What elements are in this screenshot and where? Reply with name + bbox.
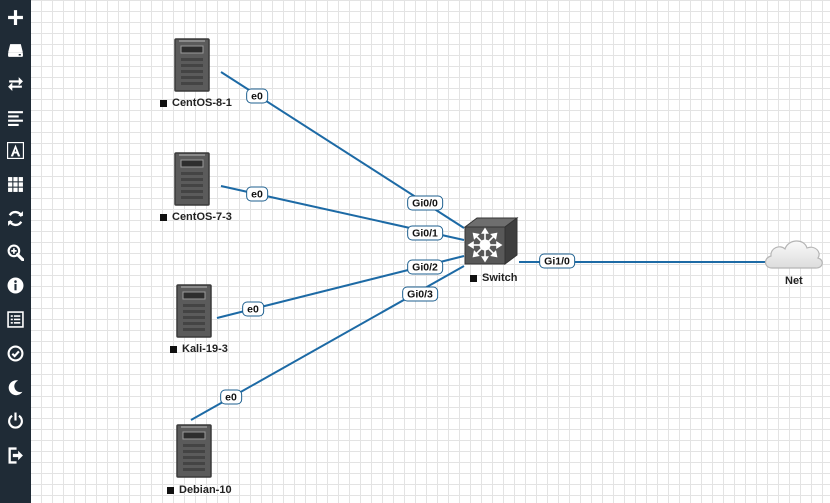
port-label[interactable]: Gi0/0 bbox=[407, 195, 443, 211]
list-icon bbox=[7, 310, 24, 328]
links-layer bbox=[190, 71, 765, 421]
node-label-centos-8-1[interactable]: CentOS-8-1 bbox=[160, 97, 232, 109]
align-left-icon bbox=[7, 109, 24, 126]
status-square bbox=[160, 213, 167, 221]
logout-button[interactable] bbox=[0, 440, 31, 470]
info-icon bbox=[7, 277, 24, 294]
add-object-button[interactable] bbox=[0, 2, 31, 32]
font-icon bbox=[7, 141, 24, 159]
node-debian-10[interactable] bbox=[174, 422, 214, 480]
startup-configs-button[interactable] bbox=[0, 102, 31, 132]
server-icon bbox=[174, 152, 210, 206]
status-square bbox=[170, 345, 177, 353]
check-icon bbox=[7, 345, 24, 362]
close-lab-button[interactable] bbox=[0, 405, 31, 435]
node-centos-7-3[interactable] bbox=[172, 150, 212, 208]
exchange-icon bbox=[7, 75, 24, 92]
cloud-icon bbox=[764, 240, 823, 269]
node-name: Switch bbox=[482, 272, 518, 284]
zoom-icon bbox=[7, 244, 24, 261]
node-switch[interactable] bbox=[461, 215, 519, 267]
refresh-button[interactable] bbox=[0, 203, 31, 233]
server-icon bbox=[176, 284, 212, 338]
node-name: Kali-19-3 bbox=[182, 343, 228, 355]
port-label[interactable]: Gi0/3 bbox=[402, 286, 438, 302]
sidebar bbox=[0, 0, 31, 503]
zoom-button[interactable] bbox=[0, 237, 31, 267]
nodes-button[interactable] bbox=[0, 35, 31, 65]
status-square bbox=[470, 274, 477, 282]
moon-icon bbox=[7, 379, 24, 396]
dark-mode-button[interactable] bbox=[0, 372, 31, 402]
node-label-kali-19-3[interactable]: Kali-19-3 bbox=[170, 343, 228, 355]
plus-icon bbox=[7, 9, 24, 26]
port-label[interactable]: Gi1/0 bbox=[539, 253, 575, 269]
lab-details-button[interactable] bbox=[0, 270, 31, 300]
text-button[interactable] bbox=[0, 135, 31, 165]
lock-button[interactable] bbox=[0, 338, 31, 368]
logout-icon bbox=[7, 446, 24, 464]
server-icon bbox=[174, 38, 210, 92]
node-centos-8-1[interactable] bbox=[172, 36, 212, 94]
refresh-icon bbox=[7, 210, 24, 227]
server-icon bbox=[176, 424, 212, 478]
port-label[interactable]: e0 bbox=[242, 301, 264, 317]
node-name: Net bbox=[785, 275, 803, 287]
node-name: CentOS-7-3 bbox=[172, 211, 232, 223]
port-label[interactable]: e0 bbox=[220, 389, 242, 405]
grid-icon bbox=[7, 176, 24, 193]
drive-icon bbox=[7, 42, 24, 59]
networks-button[interactable] bbox=[0, 68, 31, 98]
port-label[interactable]: e0 bbox=[246, 186, 268, 202]
port-label[interactable]: Gi0/2 bbox=[407, 259, 443, 275]
node-kali-19-3[interactable] bbox=[174, 282, 214, 340]
node-name: CentOS-8-1 bbox=[172, 97, 232, 109]
node-net[interactable] bbox=[762, 232, 826, 272]
status-square bbox=[167, 486, 174, 494]
node-label-centos-7-3[interactable]: CentOS-7-3 bbox=[160, 211, 232, 223]
status-button[interactable] bbox=[0, 169, 31, 199]
topology-canvas[interactable]: CentOS-8-1 CentOS-7-3 Kali-1 bbox=[31, 0, 830, 503]
status-square bbox=[160, 99, 167, 107]
lab-list-button[interactable] bbox=[0, 304, 31, 334]
switch-icon bbox=[463, 217, 519, 265]
node-label-net[interactable]: Net bbox=[785, 275, 803, 287]
node-name: Debian-10 bbox=[179, 484, 232, 496]
power-icon bbox=[7, 412, 24, 429]
port-label[interactable]: Gi0/1 bbox=[407, 225, 443, 241]
node-label-debian-10[interactable]: Debian-10 bbox=[167, 484, 232, 496]
port-label[interactable]: e0 bbox=[246, 88, 268, 104]
node-label-switch[interactable]: Switch bbox=[470, 272, 517, 284]
